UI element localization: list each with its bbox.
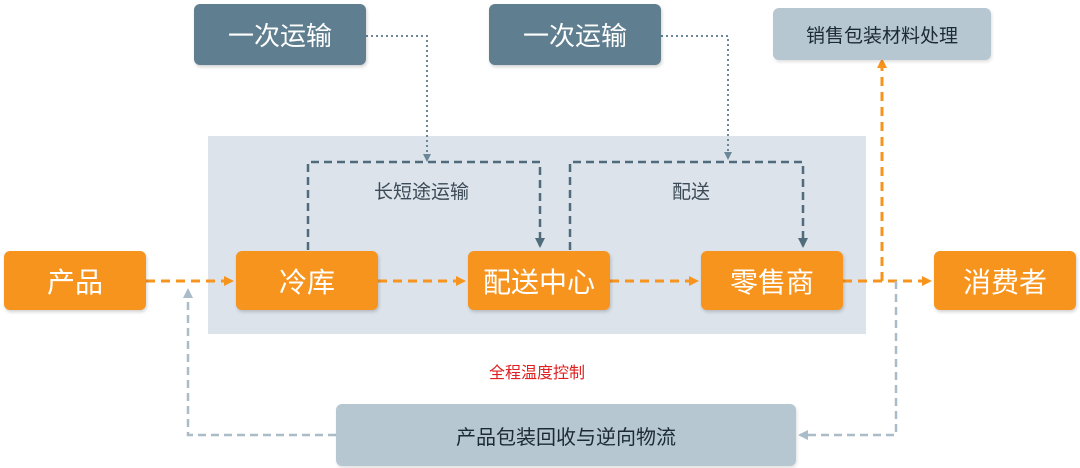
arrow-reverse-to-product-line [183,288,336,437]
node-retailer: 零售商 [701,251,843,310]
node-primary-transport-1: 一次运输 [194,4,366,65]
node-cold-storage: 冷库 [236,251,378,310]
label-delivery: 配送 [672,181,711,203]
arrow-long-short-transport [306,160,545,250]
node-primary-transport-2: 一次运输 [489,4,661,65]
node-distribution-center: 配送中心 [468,251,610,310]
arrow-primary-transport-2 [661,35,732,160]
node-consumer: 消费者 [934,251,1076,310]
node-reverse-logistics: 产品包装回收与逆向物流 [336,404,796,466]
label-temperature-control: 全程温度控制 [489,363,586,382]
label-long-short-transport: 长短途运输 [374,181,470,203]
node-sales-packaging: 销售包装材料处理 [773,8,991,60]
arrow-primary-transport-1 [366,35,431,162]
node-product: 产品 [4,251,146,310]
arrow-delivery [568,160,808,250]
